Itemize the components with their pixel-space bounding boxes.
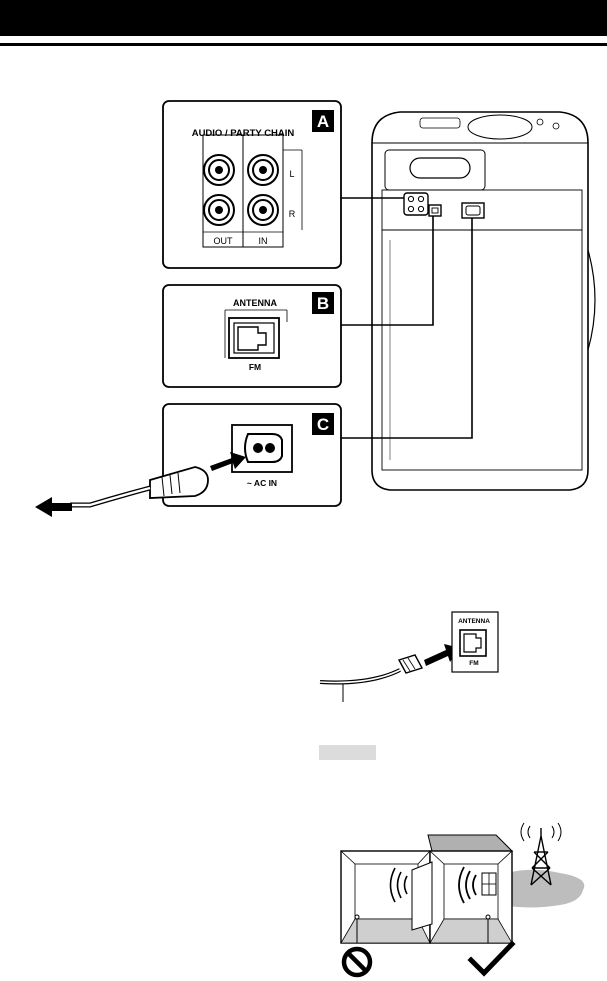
detail-antenna-label: ANTENNA xyxy=(458,618,490,625)
rca-jack-in-r xyxy=(247,194,279,226)
placement-illustration xyxy=(340,822,585,978)
rca-jack-out-r xyxy=(203,194,235,226)
channel-l-label: L xyxy=(289,169,294,179)
panel-b-badge: B xyxy=(317,294,329,313)
outlet-arrow xyxy=(35,497,72,517)
panel-b: B ANTENNA FM xyxy=(162,284,342,388)
detail-fm-label: FM xyxy=(469,660,478,667)
prohibited-icon xyxy=(341,946,373,978)
panel-b-fm-label: FM xyxy=(249,362,261,372)
ac-in-socket xyxy=(231,424,293,473)
checkmark-icon xyxy=(467,940,516,977)
rca-jack-out-l xyxy=(203,154,235,186)
panel-b-antenna-label: ANTENNA xyxy=(233,298,277,308)
transmission-tower-icon xyxy=(520,822,562,886)
header-rule xyxy=(0,43,607,46)
rca-jack-in-l xyxy=(247,154,279,186)
power-plug xyxy=(149,466,209,499)
audio-party-chain-label: AUDIO / PARTY CHAIN xyxy=(192,128,295,139)
insert-arrow xyxy=(210,452,246,471)
fm-antenna-plug xyxy=(397,654,424,674)
in-label: IN xyxy=(259,236,268,246)
speaker-unit xyxy=(371,111,596,491)
antenna-connection-detail: ANTENNA FM xyxy=(319,611,499,702)
channel-r-label: R xyxy=(289,209,296,219)
antenna-insert-arrow xyxy=(424,644,460,666)
panel-a-badge: A xyxy=(317,112,329,131)
header-bar xyxy=(0,0,607,36)
ac-in-label: ~ AC IN xyxy=(247,478,277,488)
gray-highlight xyxy=(319,745,376,760)
out-label: OUT xyxy=(214,236,234,246)
leader-lines xyxy=(341,197,473,439)
panel-c-badge: C xyxy=(317,415,329,434)
panel-a: A AUDIO / PARTY CHAIN L R xyxy=(162,100,342,269)
fm-antenna-jack xyxy=(228,317,280,359)
panel-c: C ~ AC IN xyxy=(70,403,342,508)
